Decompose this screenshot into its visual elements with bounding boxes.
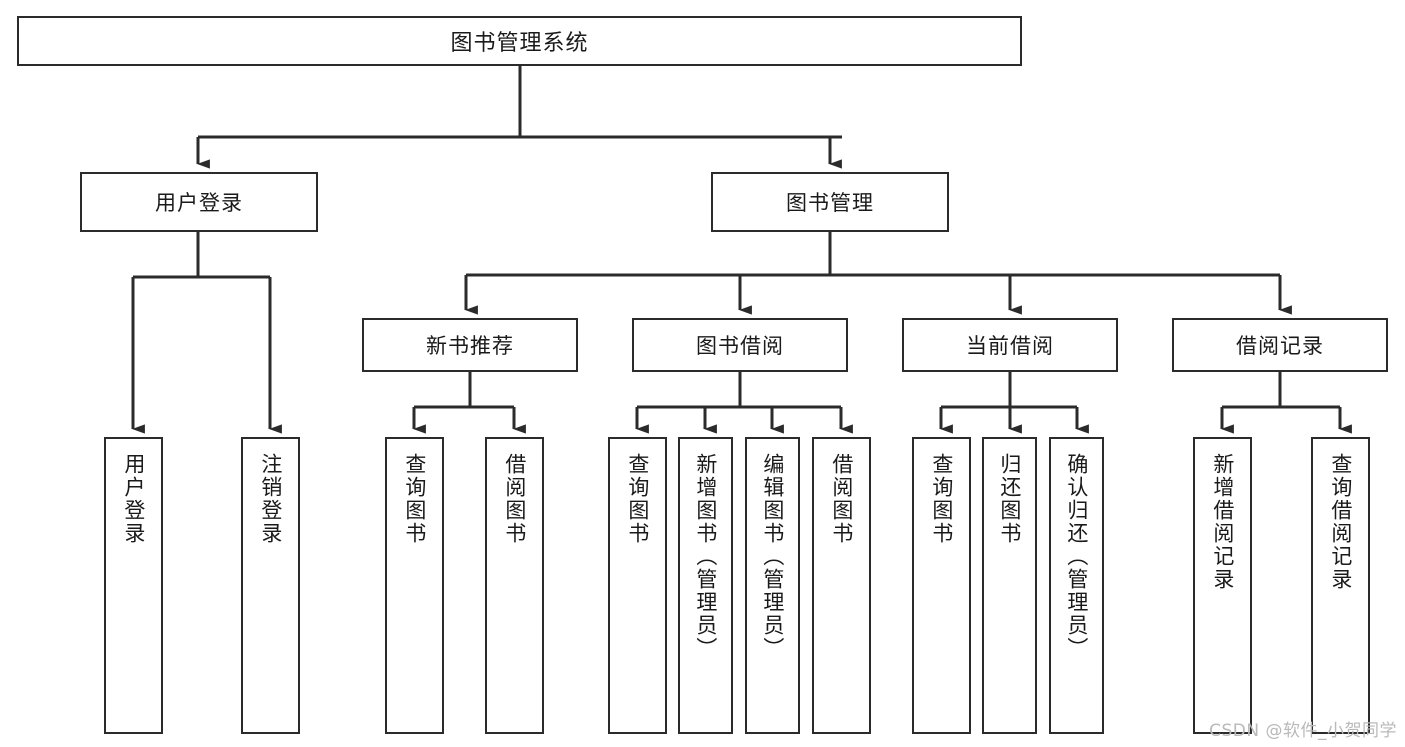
node-new-book-recommend[interactable]: 新书推荐 (362, 318, 578, 372)
leaf-add-borrow-record[interactable]: 新增借阅记录 (1193, 437, 1252, 734)
node-label: 编辑图书（管理员） (760, 453, 785, 660)
node-label: 借阅记录 (1236, 334, 1324, 358)
node-label: 查询图书 (625, 453, 650, 545)
node-label: 新增图书（管理员） (693, 453, 718, 660)
node-label: 新增借阅记录 (1210, 453, 1235, 591)
leaf-return-book[interactable]: 归还图书 (982, 437, 1037, 734)
node-borrow-records[interactable]: 借阅记录 (1172, 318, 1388, 372)
leaf-query-book-recommend[interactable]: 查询图书 (385, 437, 444, 734)
leaf-confirm-return-admin[interactable]: 确认归还（管理员） (1049, 437, 1104, 734)
leaf-query-borrow-record[interactable]: 查询借阅记录 (1311, 437, 1370, 734)
node-label: 图书借阅 (696, 334, 784, 358)
node-label: 归还图书 (997, 453, 1022, 545)
node-user-login[interactable]: 用户登录 (80, 172, 318, 232)
node-root-system[interactable]: 图书管理系统 (17, 16, 1022, 66)
node-label: 用户登录 (155, 191, 243, 215)
node-label: 查询图书 (402, 453, 427, 545)
node-label: 查询图书 (929, 453, 954, 545)
leaf-add-book-admin[interactable]: 新增图书（管理员） (678, 437, 733, 734)
leaf-edit-book-admin[interactable]: 编辑图书（管理员） (745, 437, 800, 734)
node-label: 用户登录 (121, 453, 146, 545)
node-label: 确认归还（管理员） (1064, 453, 1089, 660)
node-label: 注销登录 (258, 453, 283, 545)
node-book-borrow[interactable]: 图书借阅 (632, 318, 848, 372)
leaf-user-logout[interactable]: 注销登录 (241, 437, 300, 734)
node-label: 图书管理 (786, 191, 874, 215)
leaf-borrow-book-recommend[interactable]: 借阅图书 (485, 437, 544, 734)
node-book-management[interactable]: 图书管理 (711, 172, 949, 232)
node-current-borrow[interactable]: 当前借阅 (902, 318, 1118, 372)
node-label: 当前借阅 (966, 334, 1054, 358)
node-label: 借阅图书 (502, 453, 527, 545)
leaf-user-login[interactable]: 用户登录 (104, 437, 163, 734)
leaf-query-book-borrow[interactable]: 查询图书 (608, 437, 667, 734)
node-label: 图书管理系统 (450, 31, 589, 56)
watermark-text: CSDN @软件_小贺同学 (1209, 721, 1397, 741)
leaf-borrow-book[interactable]: 借阅图书 (812, 437, 871, 734)
node-label: 新书推荐 (426, 334, 514, 358)
node-label: 借阅图书 (829, 453, 854, 545)
node-label: 查询借阅记录 (1328, 453, 1353, 591)
leaf-query-book-current[interactable]: 查询图书 (912, 437, 971, 734)
